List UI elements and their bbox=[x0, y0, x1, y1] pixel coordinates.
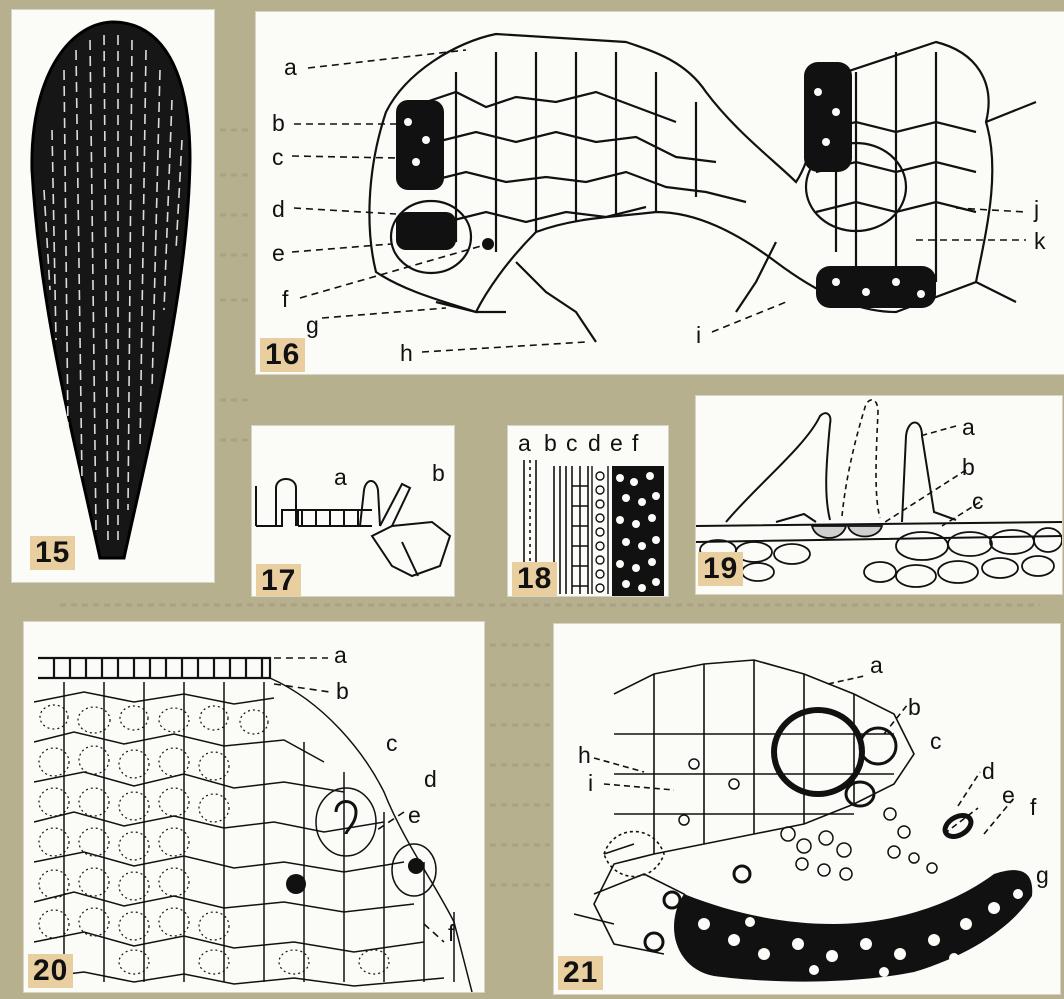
label-d: d bbox=[588, 432, 601, 455]
figure-number: 16 bbox=[260, 338, 305, 372]
figure-number: 18 bbox=[512, 562, 557, 596]
label-f: f bbox=[1030, 796, 1036, 819]
label-a: a bbox=[870, 654, 883, 677]
figure-number: 21 bbox=[558, 956, 603, 990]
label-e: e bbox=[610, 432, 623, 455]
label-d: d bbox=[424, 768, 437, 791]
label-h: h bbox=[400, 342, 413, 365]
label-e: e bbox=[272, 242, 285, 265]
figure-number: 15 bbox=[30, 536, 75, 570]
label-a: a bbox=[284, 56, 297, 79]
label-b: b bbox=[544, 432, 557, 455]
label-c: c bbox=[972, 490, 984, 513]
label-f: f bbox=[632, 432, 638, 455]
label-a: a bbox=[334, 466, 347, 489]
label-k: k bbox=[1034, 230, 1046, 253]
label-a: a bbox=[962, 416, 975, 439]
figure-16: a b c d e f g h i j k 16 bbox=[256, 12, 1064, 374]
label-h: h bbox=[578, 744, 591, 767]
label-c: c bbox=[272, 146, 284, 169]
label-g: g bbox=[1036, 864, 1049, 887]
figure-number: 20 bbox=[28, 954, 73, 988]
label-b: b bbox=[908, 696, 921, 719]
vascular-bundle-drawing bbox=[554, 624, 1060, 994]
figure-number: 19 bbox=[698, 552, 743, 586]
figure-18: a b c d e f 18 bbox=[508, 426, 668, 596]
figure-20: a b c d e f 20 bbox=[24, 622, 484, 992]
figure-21: a b c d e f g h i 21 bbox=[554, 624, 1060, 994]
label-c: c bbox=[930, 730, 942, 753]
label-b: b bbox=[336, 680, 349, 703]
stomata-hairs-drawing bbox=[696, 396, 1062, 594]
label-i: i bbox=[696, 324, 701, 347]
label-f: f bbox=[282, 288, 288, 311]
label-b: b bbox=[962, 456, 975, 479]
label-a: a bbox=[334, 644, 347, 667]
leaf-cross-section-drawing bbox=[256, 12, 1064, 374]
label-g: g bbox=[306, 314, 319, 337]
figure-19: a b c 19 bbox=[696, 396, 1062, 594]
label-e: e bbox=[1002, 784, 1015, 807]
label-d: d bbox=[272, 198, 285, 221]
label-c: c bbox=[386, 732, 398, 755]
figure-17: a b 17 bbox=[252, 426, 454, 596]
leaf-drawing bbox=[12, 10, 214, 582]
label-c: c bbox=[566, 432, 578, 455]
label-j: j bbox=[1034, 198, 1039, 221]
figure-number: 17 bbox=[256, 564, 301, 596]
label-d: d bbox=[982, 760, 995, 783]
label-b: b bbox=[432, 462, 445, 485]
figure-15: 15 bbox=[12, 10, 214, 582]
label-e: e bbox=[408, 804, 421, 827]
label-f: f bbox=[448, 922, 454, 945]
label-i: i bbox=[588, 772, 593, 795]
label-a: a bbox=[518, 432, 531, 455]
label-b: b bbox=[272, 112, 285, 135]
